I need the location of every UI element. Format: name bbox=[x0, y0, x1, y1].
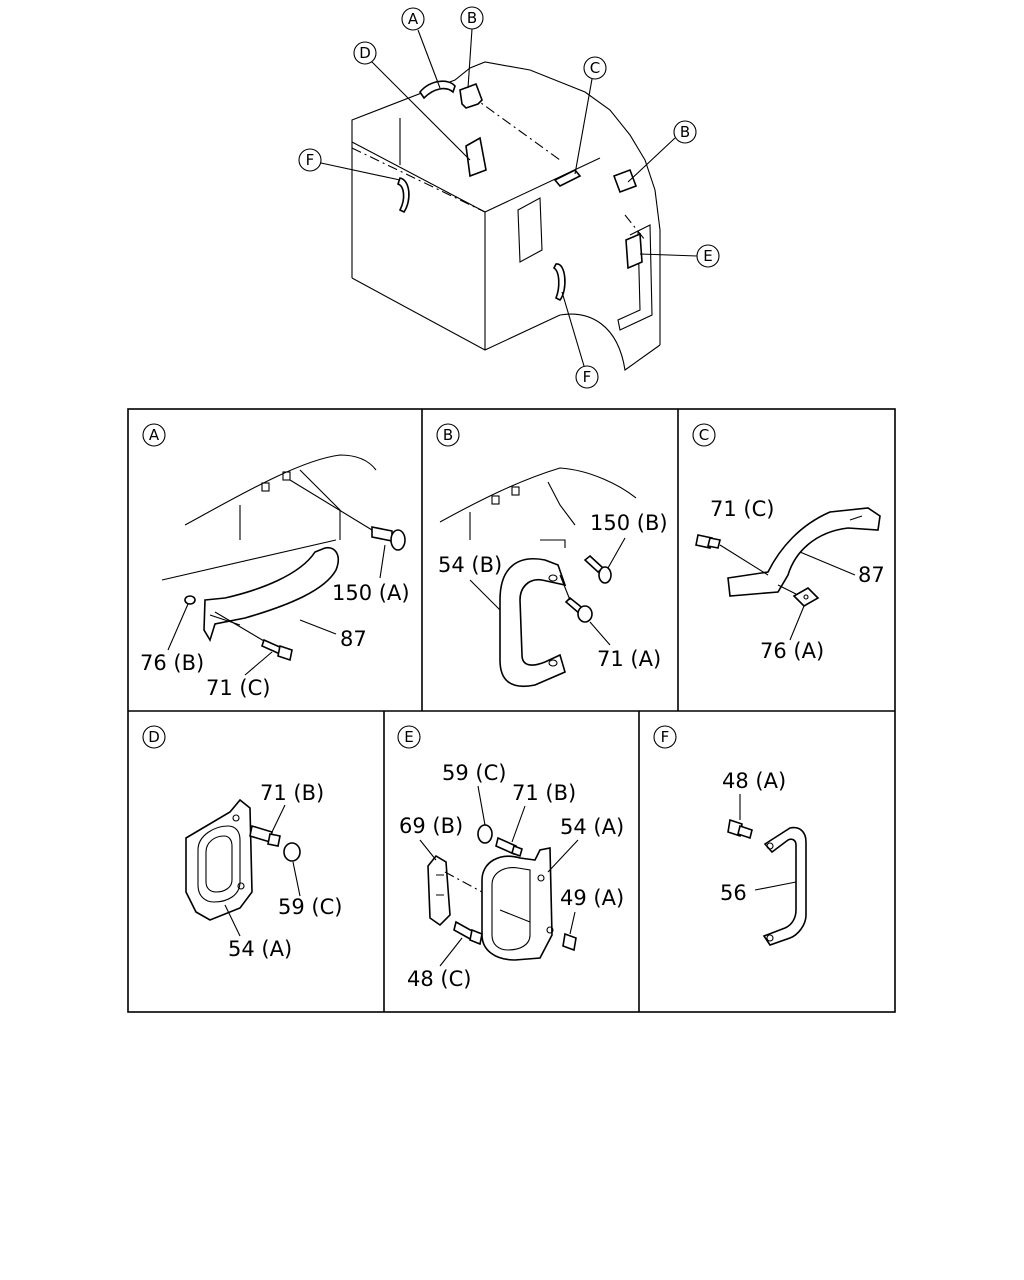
panel-d: D 71 (B) 59 (C) 54 (A) bbox=[142, 725, 342, 961]
panel-c: C 71 (C) 87 76 (A) bbox=[692, 423, 885, 663]
panel-c-letter: C bbox=[699, 426, 709, 444]
panel-e: E 59 (C) 71 (B) 69 (B) 54 (A) 49 (A) 48 … bbox=[397, 725, 624, 991]
label-69b: 69 (B) bbox=[399, 814, 463, 838]
callout-d-marker: D bbox=[353, 41, 471, 161]
label-49a: 49 (A) bbox=[560, 886, 624, 910]
label-87-c: 87 bbox=[858, 563, 885, 587]
label-54a-e: 54 (A) bbox=[560, 815, 624, 839]
label-71c-c: 71 (C) bbox=[710, 497, 774, 521]
panel-e-letter: E bbox=[404, 728, 413, 746]
callout-b2-letter: B bbox=[680, 123, 690, 141]
label-71c-a: 71 (C) bbox=[206, 676, 270, 700]
label-54a-d: 54 (A) bbox=[228, 937, 292, 961]
panel-b-letter: B bbox=[443, 426, 453, 444]
callout-b-marker: B bbox=[460, 6, 484, 89]
panel-f-letter: F bbox=[661, 728, 670, 746]
overview-callouts: A B D C B F E bbox=[298, 6, 720, 389]
label-48a: 48 (A) bbox=[722, 769, 786, 793]
panel-a: A 150 (A) 87 76 (B) 71 (C) bbox=[140, 423, 410, 700]
panel-b: B 150 (B) 54 (B) 71 (A) bbox=[436, 423, 668, 687]
label-71a: 71 (A) bbox=[597, 647, 661, 671]
callout-c-letter: C bbox=[590, 59, 600, 77]
callout-e-letter: E bbox=[703, 247, 712, 265]
cab-overview bbox=[351, 61, 661, 371]
label-71b-e: 71 (B) bbox=[512, 781, 576, 805]
label-76b: 76 (B) bbox=[140, 651, 204, 675]
label-48c: 48 (C) bbox=[407, 967, 471, 991]
callout-c-marker: C bbox=[574, 56, 607, 175]
callout-f2-letter: F bbox=[583, 368, 592, 386]
callout-b2-marker: B bbox=[627, 120, 697, 183]
label-59c-e: 59 (C) bbox=[442, 761, 506, 785]
callout-b-letter: B bbox=[467, 9, 477, 27]
label-150b: 150 (B) bbox=[590, 511, 668, 535]
callout-f2-marker: F bbox=[561, 291, 599, 389]
callout-f-letter: F bbox=[306, 151, 315, 169]
callout-f-marker: F bbox=[298, 148, 401, 181]
panel-d-letter: D bbox=[148, 728, 160, 746]
label-76a: 76 (A) bbox=[760, 639, 824, 663]
label-56: 56 bbox=[720, 881, 747, 905]
callout-d-letter: D bbox=[359, 44, 371, 62]
label-150a: 150 (A) bbox=[332, 581, 410, 605]
label-54b: 54 (B) bbox=[438, 553, 502, 577]
callout-a-letter: A bbox=[408, 10, 419, 28]
detail-frames bbox=[127, 408, 896, 1013]
panel-a-letter: A bbox=[149, 426, 160, 444]
label-71b-d: 71 (B) bbox=[260, 781, 324, 805]
panel-f: F 48 (A) 56 bbox=[653, 725, 807, 946]
callout-a-marker: A bbox=[401, 7, 441, 89]
label-87-a: 87 bbox=[340, 627, 367, 651]
label-59c-d: 59 (C) bbox=[278, 895, 342, 919]
callout-e-marker: E bbox=[639, 244, 720, 268]
